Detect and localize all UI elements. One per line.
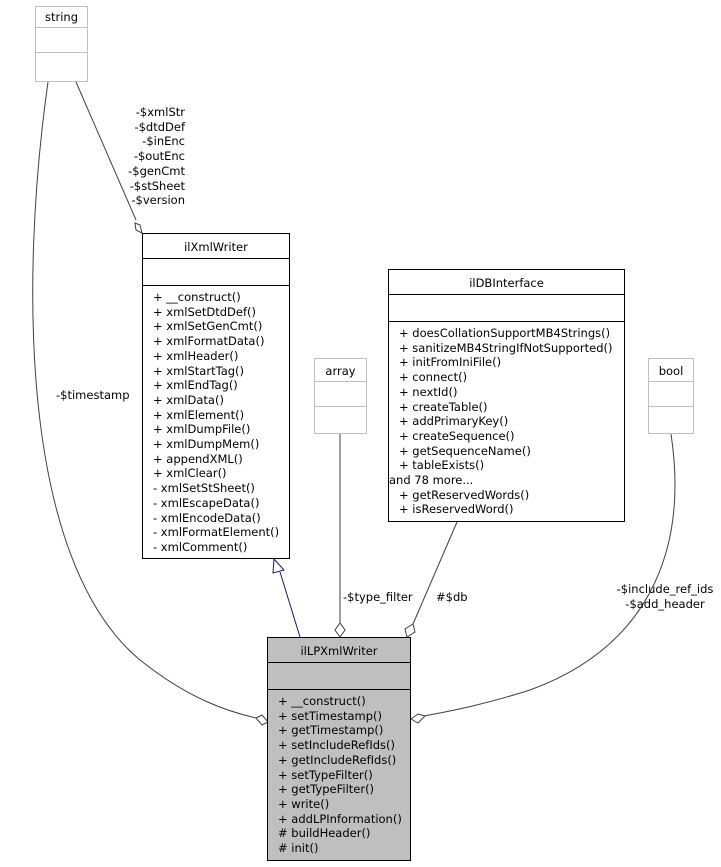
edge-label-line: -$xmlStr: [135, 105, 185, 119]
edge-string-lpxmlwriter: [32, 81, 257, 719]
operation: + addLPInformation(): [278, 811, 402, 826]
class-ilxmlwriter-name: ilXmlWriter: [143, 234, 289, 259]
operation: + __construct(): [278, 694, 366, 708]
operation: + getTypeFilter(): [278, 782, 375, 797]
operation: + doesCollationSupportMB4Strings(): [399, 326, 611, 340]
operation: - xmlFormatElement(): [153, 525, 280, 540]
class-bool: bool: [648, 358, 694, 434]
class-array-name: array: [315, 359, 366, 382]
edge-label-line: -$genCmt: [128, 163, 185, 178]
edge-db-lpxmlwriter: [412, 521, 458, 625]
edge-label-line: -$dtdDef: [134, 119, 185, 134]
operation: + sanitizeMB4StringIfNotSupported(): [399, 340, 613, 355]
class-illpxmlwriter-operations: + __construct() + setTimestamp() + getTi…: [268, 690, 410, 856]
class-ilxmlwriter-operations: + __construct() + xmlSetDtdDef() + xmlSe…: [143, 286, 289, 555]
operation: + createSequence(): [399, 428, 515, 443]
operation: + getReservedWords(): [399, 487, 530, 502]
operation: - xmlEncodeData(): [153, 510, 261, 525]
class-ildbinterface: ilDBInterface + doesCollationSupportMB4S…: [388, 269, 625, 522]
class-ildbinterface-attributes: [389, 295, 624, 322]
class-ildbinterface-operations: + doesCollationSupportMB4Strings() + san…: [389, 322, 624, 517]
operation: + createTable(): [399, 399, 488, 414]
class-ilxmlwriter-attributes: [143, 259, 289, 286]
operation: + xmlDumpFile(): [153, 422, 251, 437]
aggregation-diamond-db: [404, 623, 416, 638]
edge-bool-lpxmlwriter: [423, 433, 676, 717]
edge-label-line: -$include_ref_ids: [616, 582, 714, 596]
operation: + setTypeFilter(): [278, 767, 373, 782]
class-illpxmlwriter: ilLPXmlWriter + __construct() + setTimes…: [267, 637, 411, 861]
operation: + setIncludeRefIds(): [278, 738, 395, 753]
class-illpxmlwriter-name: ilLPXmlWriter: [268, 638, 410, 663]
edge-label-line: -$stSheet: [129, 178, 185, 193]
operation: + __construct(): [153, 290, 241, 304]
edge-label-xmlwriter-attributes: -$xmlStr -$dtdDef -$inEnc -$outEnc -$gen…: [95, 105, 185, 208]
class-string-attributes: [36, 28, 87, 53]
operation: + xmlFormatData(): [153, 334, 265, 349]
edge-label-type-filter: -$type_filter: [343, 590, 413, 604]
operation: + xmlSetGenCmt(): [153, 319, 263, 334]
operation: - xmlSetStSheet(): [153, 481, 255, 496]
operation: # buildHeader(): [278, 826, 371, 841]
edge-label-db: #$db: [436, 590, 468, 604]
operation: + xmlEndTag(): [153, 378, 238, 393]
operation: + xmlClear(): [153, 466, 227, 481]
operation: + appendXML(): [153, 451, 243, 466]
operation: + nextId(): [399, 384, 458, 399]
aggregation-diamond-type-filter: [334, 622, 346, 638]
edge-generalization: [279, 571, 301, 638]
operation: + xmlSetDtdDef(): [153, 304, 256, 319]
aggregation-diamond-include-ref: [410, 713, 426, 724]
operation: + getTimestamp(): [278, 723, 384, 738]
operation: + xmlStartTag(): [153, 363, 245, 378]
edge-label-line: -$version: [131, 193, 185, 208]
operation: + xmlData(): [153, 392, 224, 407]
operation-more: and 78 more...: [389, 473, 474, 488]
edge-label-timestamp: -$timestamp: [56, 388, 130, 402]
class-array-attributes: [315, 382, 366, 407]
generalization-arrowhead: [272, 557, 285, 574]
edge-label-include-ref-ids: -$include_ref_ids -$add_header: [610, 582, 720, 611]
operation: + getIncludeRefIds(): [278, 752, 397, 767]
operation: - xmlComment(): [153, 539, 248, 554]
operation: + getSequenceName(): [399, 443, 531, 458]
operation: - xmlEscapeData(): [153, 495, 260, 510]
class-bool-attributes: [649, 382, 693, 407]
operation: + isReservedWord(): [399, 502, 514, 517]
operation: + setTimestamp(): [278, 708, 383, 723]
class-string: string: [35, 6, 88, 82]
operation: + xmlDumpMem(): [153, 437, 260, 452]
operation: + initFromIniFile(): [399, 355, 502, 370]
operation: + write(): [278, 796, 330, 811]
operation: + tableExists(): [399, 458, 485, 473]
operation: + connect(): [399, 370, 468, 385]
operation: + xmlElement(): [153, 407, 245, 422]
operation: # init(): [278, 841, 319, 856]
aggregation-diamond-xmlwriter: [134, 222, 143, 234]
class-illpxmlwriter-attributes: [268, 663, 410, 690]
class-ilxmlwriter: ilXmlWriter + __construct() + xmlSetDtdD…: [142, 233, 290, 559]
edge-label-line: -$outEnc: [133, 149, 185, 164]
edge-label-line: -$inEnc: [142, 134, 185, 149]
operation: + xmlHeader(): [153, 348, 239, 363]
edge-string-xmlwriter: [75, 81, 137, 221]
class-bool-name: bool: [649, 359, 693, 382]
class-string-name: string: [36, 7, 87, 28]
class-array: array: [314, 358, 367, 434]
operation: + addPrimaryKey(): [399, 414, 509, 429]
class-ildbinterface-name: ilDBInterface: [389, 270, 624, 295]
edge-label-line: -$add_header: [625, 596, 705, 611]
